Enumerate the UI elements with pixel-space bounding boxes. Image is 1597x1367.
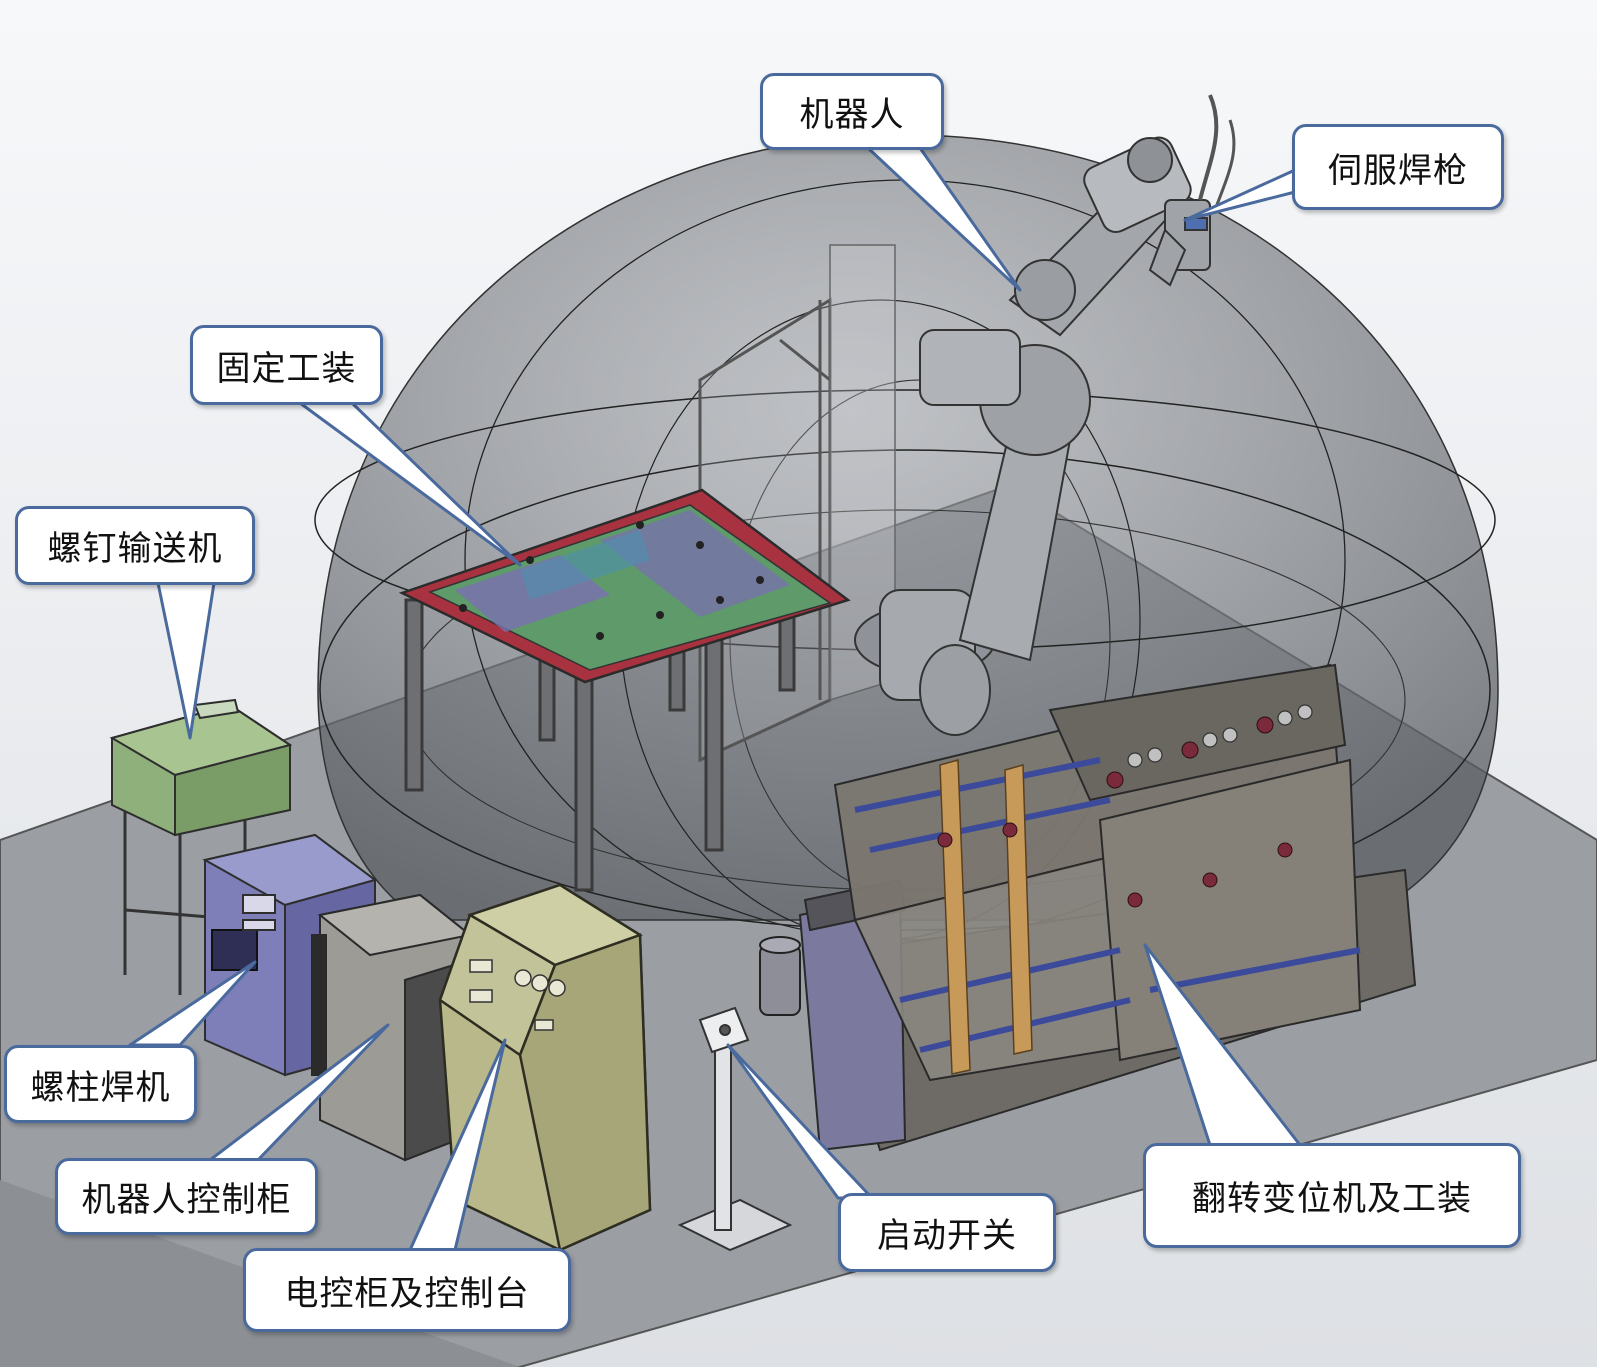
screw-feeder (109, 698, 293, 995)
callout-positioner: 翻转变位机及工装 (1143, 1143, 1521, 1248)
callout-control-console: 电控柜及控制台 (243, 1248, 571, 1332)
fixed-fixture-table (398, 488, 851, 892)
callout-robot: 机器人 (760, 73, 944, 150)
start-switch-pedestal (677, 1006, 793, 1252)
callout-servo-gun: 伺服焊枪 (1292, 124, 1504, 210)
control-console (438, 883, 652, 1252)
robot-arm (854, 136, 1192, 736)
safety-frame (698, 244, 896, 763)
callout-screw-feeder: 螺钉输送机 (15, 506, 255, 585)
callout-start-switch: 启动开关 (838, 1193, 1056, 1272)
callout-fixture: 固定工装 (190, 325, 383, 405)
callout-stud-welder: 螺柱焊机 (4, 1045, 197, 1123)
callout-pointers (128, 146, 1302, 1252)
callout-robot-cabinet: 机器人控制柜 (55, 1158, 318, 1235)
gun-changer (759, 936, 801, 1016)
